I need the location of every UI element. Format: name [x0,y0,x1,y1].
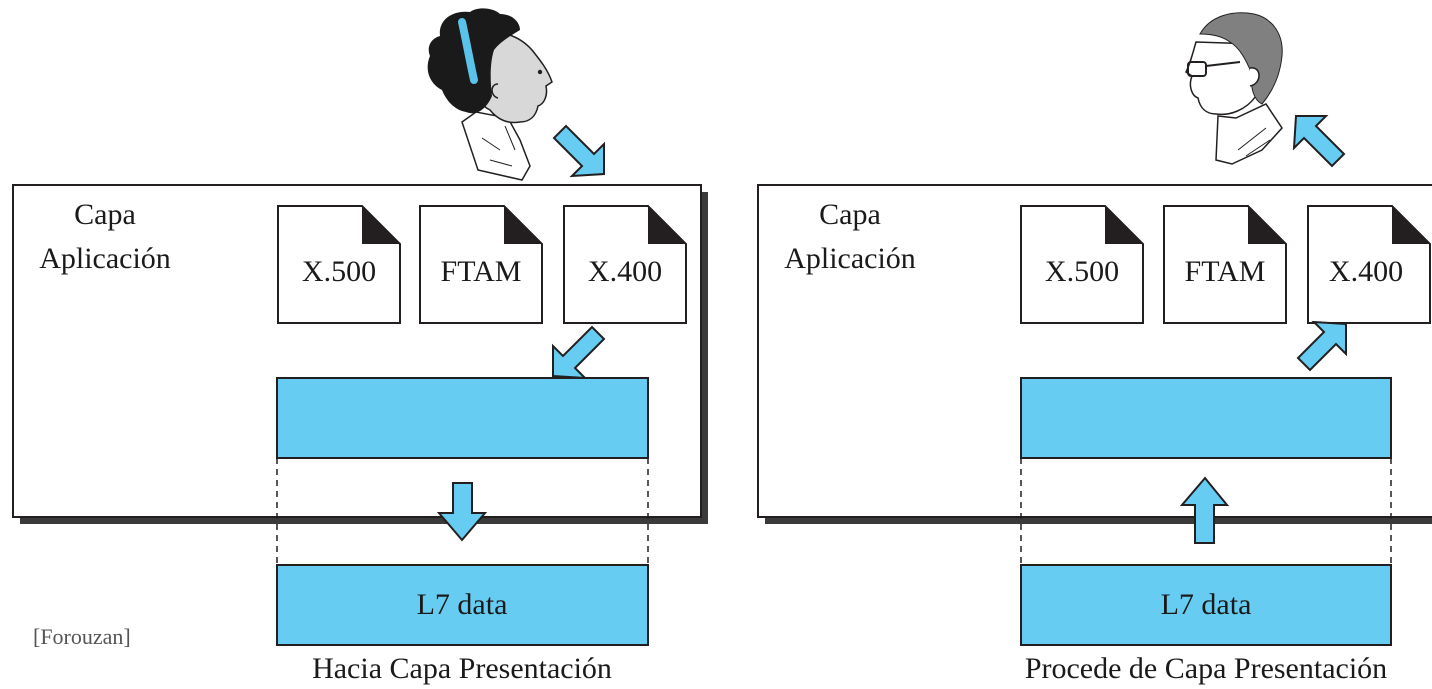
receiver-encapsulation-bar [1020,377,1392,459]
sender-doc-x500-label: X.500 [302,255,376,288]
sender-doc-ftam-label: FTAM [441,255,522,288]
receiver-arrow-to-doc [1296,320,1347,372]
sender-encapsulation-bar [276,377,649,459]
sender-doc-ftam[interactable]: FTAM [419,205,543,324]
receiver-panel: Capa Aplicación X.500 FTAM X.400 L7 data… [757,12,1432,685]
receiver-doc-x400[interactable]: X.400 [1307,205,1431,324]
receiver-up-arrow [1179,476,1230,544]
sender-l7-data-box [276,564,649,646]
sender-layer-title-line1: Capa [74,198,136,231]
citation: [Forouzan] [33,624,131,649]
sender-caption: Hacia Capa Presentación [312,652,612,685]
sender-arrow-to-bar [552,325,606,380]
sender-arrow-from-user [552,124,605,178]
receiver-doc-ftam-label: FTAM [1185,255,1266,288]
receiver-caption: Procede de Capa Presentación [1025,652,1387,685]
sender-doc-x400[interactable]: X.400 [563,205,687,324]
sender-layer-title-line2: Aplicación [39,242,171,275]
sender-l7-data-label: L7 data [417,588,508,621]
receiver-arrow-to-user [1292,115,1346,168]
receiver-doc-x500-label: X.500 [1045,255,1119,288]
man-user-icon [1185,12,1283,165]
receiver-layer-title-line2: Aplicación [784,242,916,275]
sender-doc-x500[interactable]: X.500 [277,205,401,324]
receiver-doc-x500[interactable]: X.500 [1020,205,1144,324]
sender-panel: Capa Aplicación X.500 FTAM X.400 L7 [12,8,708,685]
woman-user-icon [427,8,553,181]
sender-doc-x400-label: X.400 [588,255,662,288]
receiver-l7-data-box [1020,564,1392,646]
sender-down-arrow [436,482,488,542]
receiver-layer-title-line1: Capa [819,198,881,231]
receiver-l7-data-label: L7 data [1161,588,1252,621]
receiver-doc-x400-label: X.400 [1329,255,1403,288]
receiver-doc-ftam[interactable]: FTAM [1163,205,1287,324]
